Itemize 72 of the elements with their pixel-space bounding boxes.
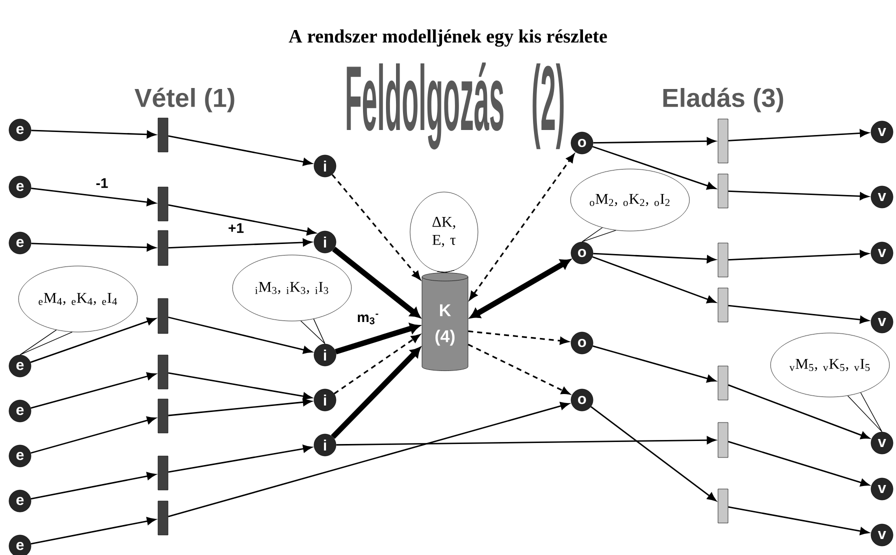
edge-label: m$_{3}$-	[356, 312, 380, 326]
transition-bar	[158, 398, 168, 434]
bubble-tail	[582, 227, 616, 242]
speech-bubble: ΔK, E, τ	[410, 192, 478, 272]
transition-bar	[718, 488, 728, 524]
arrow	[168, 238, 312, 248]
arrow	[168, 135, 312, 166]
arrow	[30, 517, 156, 545]
transition-bar	[718, 422, 728, 458]
transition-bar	[718, 118, 728, 164]
transition-bar	[158, 354, 168, 390]
arrow	[30, 472, 156, 500]
arrow	[590, 406, 716, 502]
dashed-arrow	[468, 330, 569, 345]
transition-bar	[718, 366, 728, 400]
edge-label: -1	[94, 177, 110, 189]
arrow	[728, 506, 870, 536]
arrow	[30, 372, 156, 409]
transition-bar	[158, 230, 168, 266]
transition-bar	[718, 242, 728, 278]
arrow	[728, 129, 869, 142]
transition-bar	[158, 456, 168, 490]
section-heading: Vétel (1)	[134, 88, 234, 112]
speech-bubble: $_{e}$M$_{4}$, $_{e}$K$_{4}$, $_{e}$I$_{4}$	[18, 266, 138, 332]
transition-bar	[718, 174, 728, 208]
dashed-arrow	[334, 334, 420, 394]
dashed-arrow	[332, 174, 421, 280]
bubble-tail	[436, 270, 455, 273]
arrow	[728, 440, 870, 486]
section-heading: Eladás (3)	[663, 88, 784, 112]
transition-bar	[158, 118, 168, 152]
transition-bar	[158, 298, 168, 334]
dashed-arrow	[468, 344, 570, 395]
transition-bar	[718, 288, 728, 322]
diagram-title: A rendszer modelljének egy kis részlete	[288, 29, 607, 47]
speech-bubble: $_{i}$M$_{3}$, $_{i}$K$_{3}$, $_{i}$I$_{3}$	[232, 254, 352, 322]
bubble-tail	[847, 392, 882, 432]
arrow	[168, 316, 312, 354]
edge-label: +1	[227, 222, 245, 234]
section-heading: Feldolgozás (2)	[346, 62, 564, 150]
arrow	[728, 250, 869, 260]
arrow	[592, 256, 716, 304]
dashed-arrow	[469, 154, 575, 300]
bubble-tail	[300, 318, 326, 344]
arrow	[168, 402, 570, 518]
arrow	[31, 242, 156, 252]
arrow	[592, 345, 716, 383]
arrow	[30, 416, 156, 454]
arrow	[336, 436, 716, 446]
transition-bar	[158, 186, 168, 222]
arrow	[168, 204, 316, 236]
arrow	[168, 398, 312, 416]
thick-arrow	[332, 246, 420, 318]
arrow	[593, 252, 716, 264]
thick-arrow	[470, 259, 570, 318]
bubble-tail	[20, 330, 73, 356]
speech-bubble: $_{o}$M$_{2}$, $_{o}$K$_{2}$, $_{o}$I$_{2}$	[570, 168, 690, 232]
arrow	[31, 130, 156, 138]
thick-arrow	[334, 323, 420, 354]
arrow	[30, 317, 156, 363]
transition-bar	[158, 500, 168, 536]
arrow	[728, 304, 869, 324]
arrow	[168, 372, 312, 400]
speech-bubble: $_{v}$M$_{5}$, $_{v}$K$_{5}$, $_{v}$I$_{5}$	[770, 332, 890, 398]
arrow	[593, 137, 716, 146]
arrow	[728, 384, 870, 440]
thick-arrow	[330, 347, 421, 439]
arrow	[168, 444, 312, 473]
storage-cylinder: K (4)	[422, 272, 468, 371]
arrow	[31, 188, 156, 206]
arrow	[592, 146, 716, 190]
arrow	[728, 190, 869, 200]
